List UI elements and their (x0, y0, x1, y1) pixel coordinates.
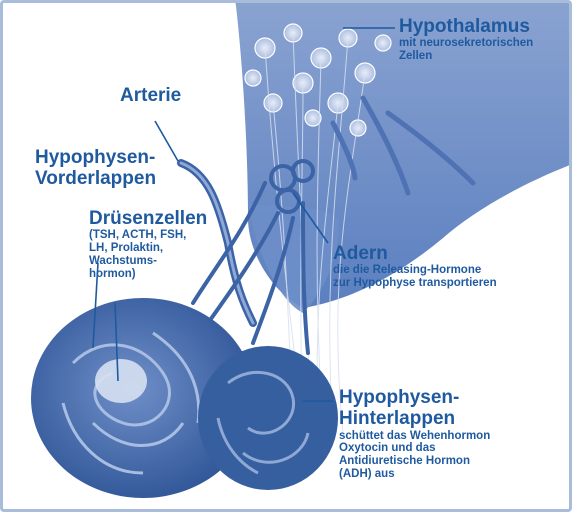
hypothalamus-sub-2: Zellen (399, 50, 533, 63)
arterie-title: Arterie (120, 85, 181, 106)
adern-sub-2: zur Hypophyse transportieren (333, 277, 497, 290)
label-hinterlappen: Hypophysen- Hinterlappen schüttet das We… (339, 387, 490, 481)
adern-title: Adern (333, 243, 497, 264)
label-hypothalamus: Hypothalamus mit neurosekretorischen Zel… (399, 16, 533, 63)
vorderlappen-line-2: Vorderlappen (35, 168, 156, 189)
hypothalamus-title: Hypothalamus (399, 16, 533, 37)
hinterlappen-sub-1: schüttet das Wehenhormon (339, 430, 490, 443)
label-druesenzellen: Drüsenzellen (TSH, ACTH, FSH, LH, Prolak… (89, 208, 207, 281)
label-vorderlappen: Hypophysen- Vorderlappen (35, 147, 156, 190)
druesenzellen-title: Drüsenzellen (89, 208, 207, 229)
vorderlappen-line-1: Hypophysen- (35, 147, 156, 168)
druesenzellen-sub-1: (TSH, ACTH, FSH, (89, 229, 207, 242)
adern-sub-1: die die Releasing-Hormone (333, 264, 497, 277)
hinterlappen-sub-3: Antidiuretische Hormon (339, 455, 490, 468)
label-adern: Adern die die Releasing-Hormone zur Hypo… (333, 243, 497, 290)
hypothalamus-sub-1: mit neurosekretorischen (399, 37, 533, 50)
druesenzellen-sub-4: hormon) (89, 268, 207, 281)
hinterlappen-sub-2: Oxytocin und das (339, 442, 490, 455)
druesenzellen-sub-3: Wachstums- (89, 255, 207, 268)
hinterlappen-sub-4: (ADH) aus (339, 468, 490, 481)
hinterlappen-line-1: Hypophysen- (339, 387, 490, 408)
gland-cell-cluster (95, 359, 147, 403)
druesenzellen-sub-2: LH, Prolaktin, (89, 242, 207, 255)
label-arterie: Arterie (120, 85, 181, 106)
hinterlappen-line-2: Hinterlappen (339, 408, 490, 429)
